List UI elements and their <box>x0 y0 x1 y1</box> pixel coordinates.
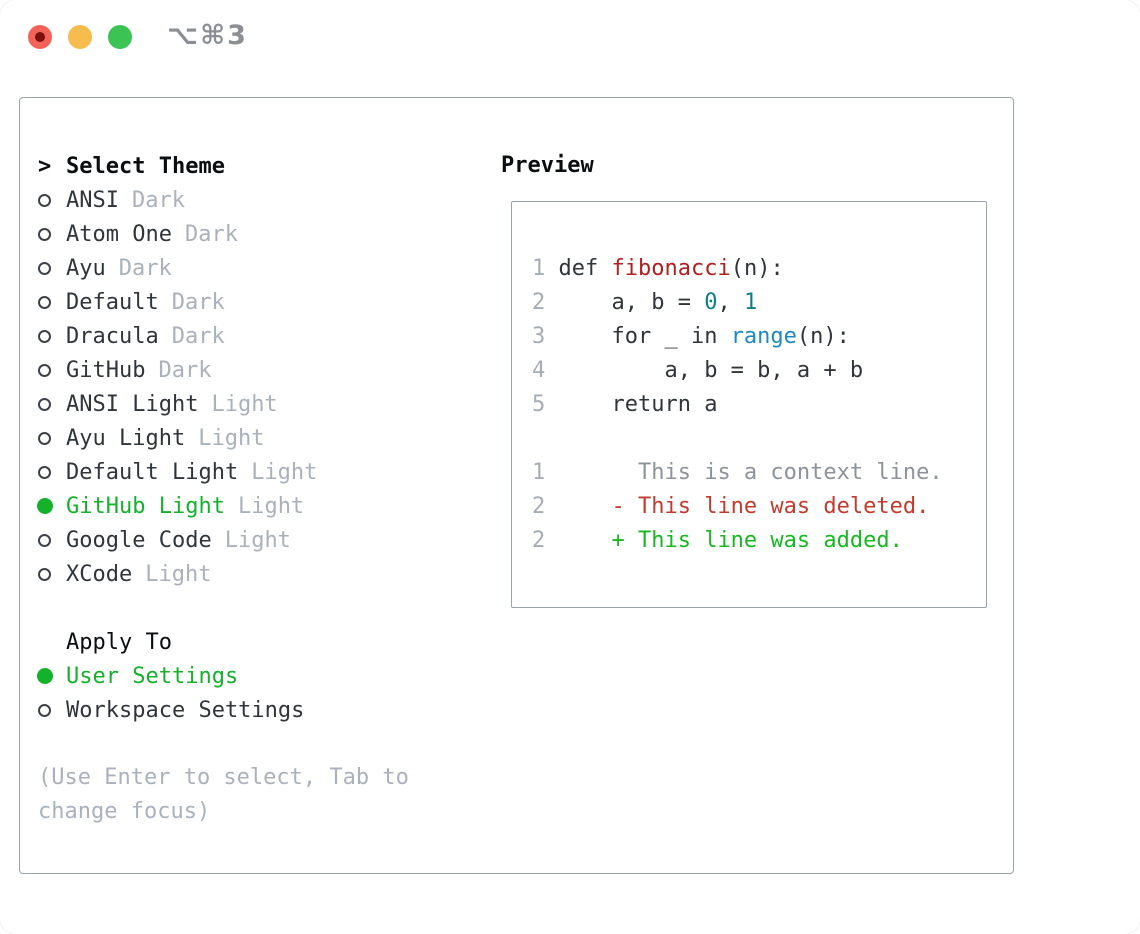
theme-option-label: Ayu <box>66 255 106 281</box>
theme-variant-label: Light <box>198 425 265 451</box>
prompt-caret-icon: > <box>38 153 52 179</box>
line-number: 2 <box>532 528 559 553</box>
diff-added-line: 2 + This line was added. <box>532 528 903 553</box>
theme-option-label: Atom One <box>66 221 172 247</box>
theme-option-xcode[interactable]: XCode Light <box>38 557 317 591</box>
theme-variant-label: Dark <box>158 357 212 383</box>
unsaved-indicator-dot <box>35 32 45 42</box>
theme-option-label: XCode <box>66 561 133 587</box>
line-number: 5 <box>532 392 559 417</box>
preview-title: Preview <box>501 153 594 178</box>
theme-variant-label: Light <box>145 561 212 587</box>
radio-icon <box>38 329 66 343</box>
apply-option-label: Workspace Settings <box>66 697 305 723</box>
theme-option-label: Default Light <box>66 459 239 485</box>
blank-line <box>532 422 943 456</box>
radio-icon <box>38 363 66 377</box>
diff-context-line: 1 This is a context line. <box>532 460 943 485</box>
radio-selected-icon <box>37 498 66 514</box>
theme-option-dracula[interactable]: Dracula Dark <box>38 319 317 353</box>
theme-option-label: Default <box>66 289 159 315</box>
theme-variant-label: Dark <box>184 221 238 247</box>
code-line: 2 a, b = 0, 1 <box>532 290 758 315</box>
radio-icon <box>38 397 66 411</box>
radio-icon <box>38 193 66 207</box>
theme-option-label: Google Code <box>66 527 212 553</box>
keyboard-shortcut-label: ⌥⌘3 <box>167 20 248 51</box>
preview-code: 1 def fibonacci(n): 2 a, b = 0, 1 3 for _ … <box>532 252 943 558</box>
diff-deleted-line: 2 - This line was deleted. <box>532 494 930 519</box>
theme-variant-label: Light <box>251 459 318 485</box>
theme-variant-label: Light <box>237 493 305 519</box>
code-line: 4 a, b = b, a + b <box>532 358 864 383</box>
theme-variant-label: Light <box>211 391 278 417</box>
radio-icon <box>38 567 66 581</box>
hint-text: (Use Enter to select, Tab to change focu… <box>38 765 409 824</box>
theme-option-default[interactable]: Default Dark <box>38 285 317 319</box>
theme-option-google-code[interactable]: Google Code Light <box>38 523 317 557</box>
apply-option-label: User Settings <box>66 663 239 689</box>
zoom-button[interactable] <box>108 25 132 49</box>
radio-icon <box>38 261 66 275</box>
theme-option-ansi[interactable]: ANSI Dark <box>38 183 317 217</box>
theme-variant-label: Light <box>224 527 291 553</box>
theme-option-ayu-light[interactable]: Ayu Light Light <box>38 421 317 455</box>
apply-option-workspace-settings[interactable]: Workspace Settings <box>38 693 304 727</box>
theme-variant-label: Dark <box>131 187 185 213</box>
radio-icon <box>38 295 66 309</box>
theme-variant-label: Dark <box>118 255 172 281</box>
code-line: 3 for _ in range(n): <box>532 324 850 349</box>
theme-option-label: ANSI <box>66 187 119 213</box>
radio-icon <box>38 533 66 547</box>
theme-option-label: GitHub Light <box>66 493 225 519</box>
theme-option-label: Ayu Light <box>66 425 186 451</box>
radio-selected-icon <box>37 668 66 684</box>
theme-option-ayu[interactable]: Ayu Dark <box>38 251 317 285</box>
select-theme-title: Select Theme <box>66 153 225 179</box>
line-number: 1 <box>532 256 559 281</box>
theme-option-atom-one[interactable]: Atom One Dark <box>38 217 317 251</box>
line-number: 3 <box>532 324 559 349</box>
apply-option-user-settings[interactable]: User Settings <box>37 659 304 693</box>
theme-option-default-light[interactable]: Default Light Light <box>38 455 317 489</box>
theme-variant-label: Dark <box>171 323 225 349</box>
code-line: 5 return a <box>532 392 718 417</box>
line-number: 2 <box>532 494 559 519</box>
theme-option-label: ANSI Light <box>66 391 199 417</box>
close-button[interactable] <box>28 25 52 49</box>
theme-variant-label: Dark <box>171 289 225 315</box>
radio-icon <box>38 703 66 717</box>
line-number: 2 <box>532 290 559 315</box>
theme-option-label: GitHub <box>66 357 146 383</box>
code-line: 1 def fibonacci(n): <box>532 256 784 281</box>
radio-icon <box>38 227 66 241</box>
preview-box: 1 def fibonacci(n): 2 a, b = 0, 1 3 for _ … <box>511 201 987 608</box>
line-number: 4 <box>532 358 559 383</box>
theme-option-github-light[interactable]: GitHub Light Light <box>37 489 317 523</box>
theme-option-label: Dracula <box>66 323 159 349</box>
theme-option-ansi-light[interactable]: ANSI Light Light <box>38 387 317 421</box>
radio-icon <box>38 465 66 479</box>
theme-list-header-row: > Select Theme <box>38 149 317 183</box>
minimize-button[interactable] <box>68 25 92 49</box>
apply-to-title: Apply To <box>66 629 172 655</box>
theme-option-github[interactable]: GitHub Dark <box>38 353 317 387</box>
radio-icon <box>38 431 66 445</box>
line-number: 1 <box>532 460 559 485</box>
apply-to-header-row: Apply To <box>38 625 304 659</box>
